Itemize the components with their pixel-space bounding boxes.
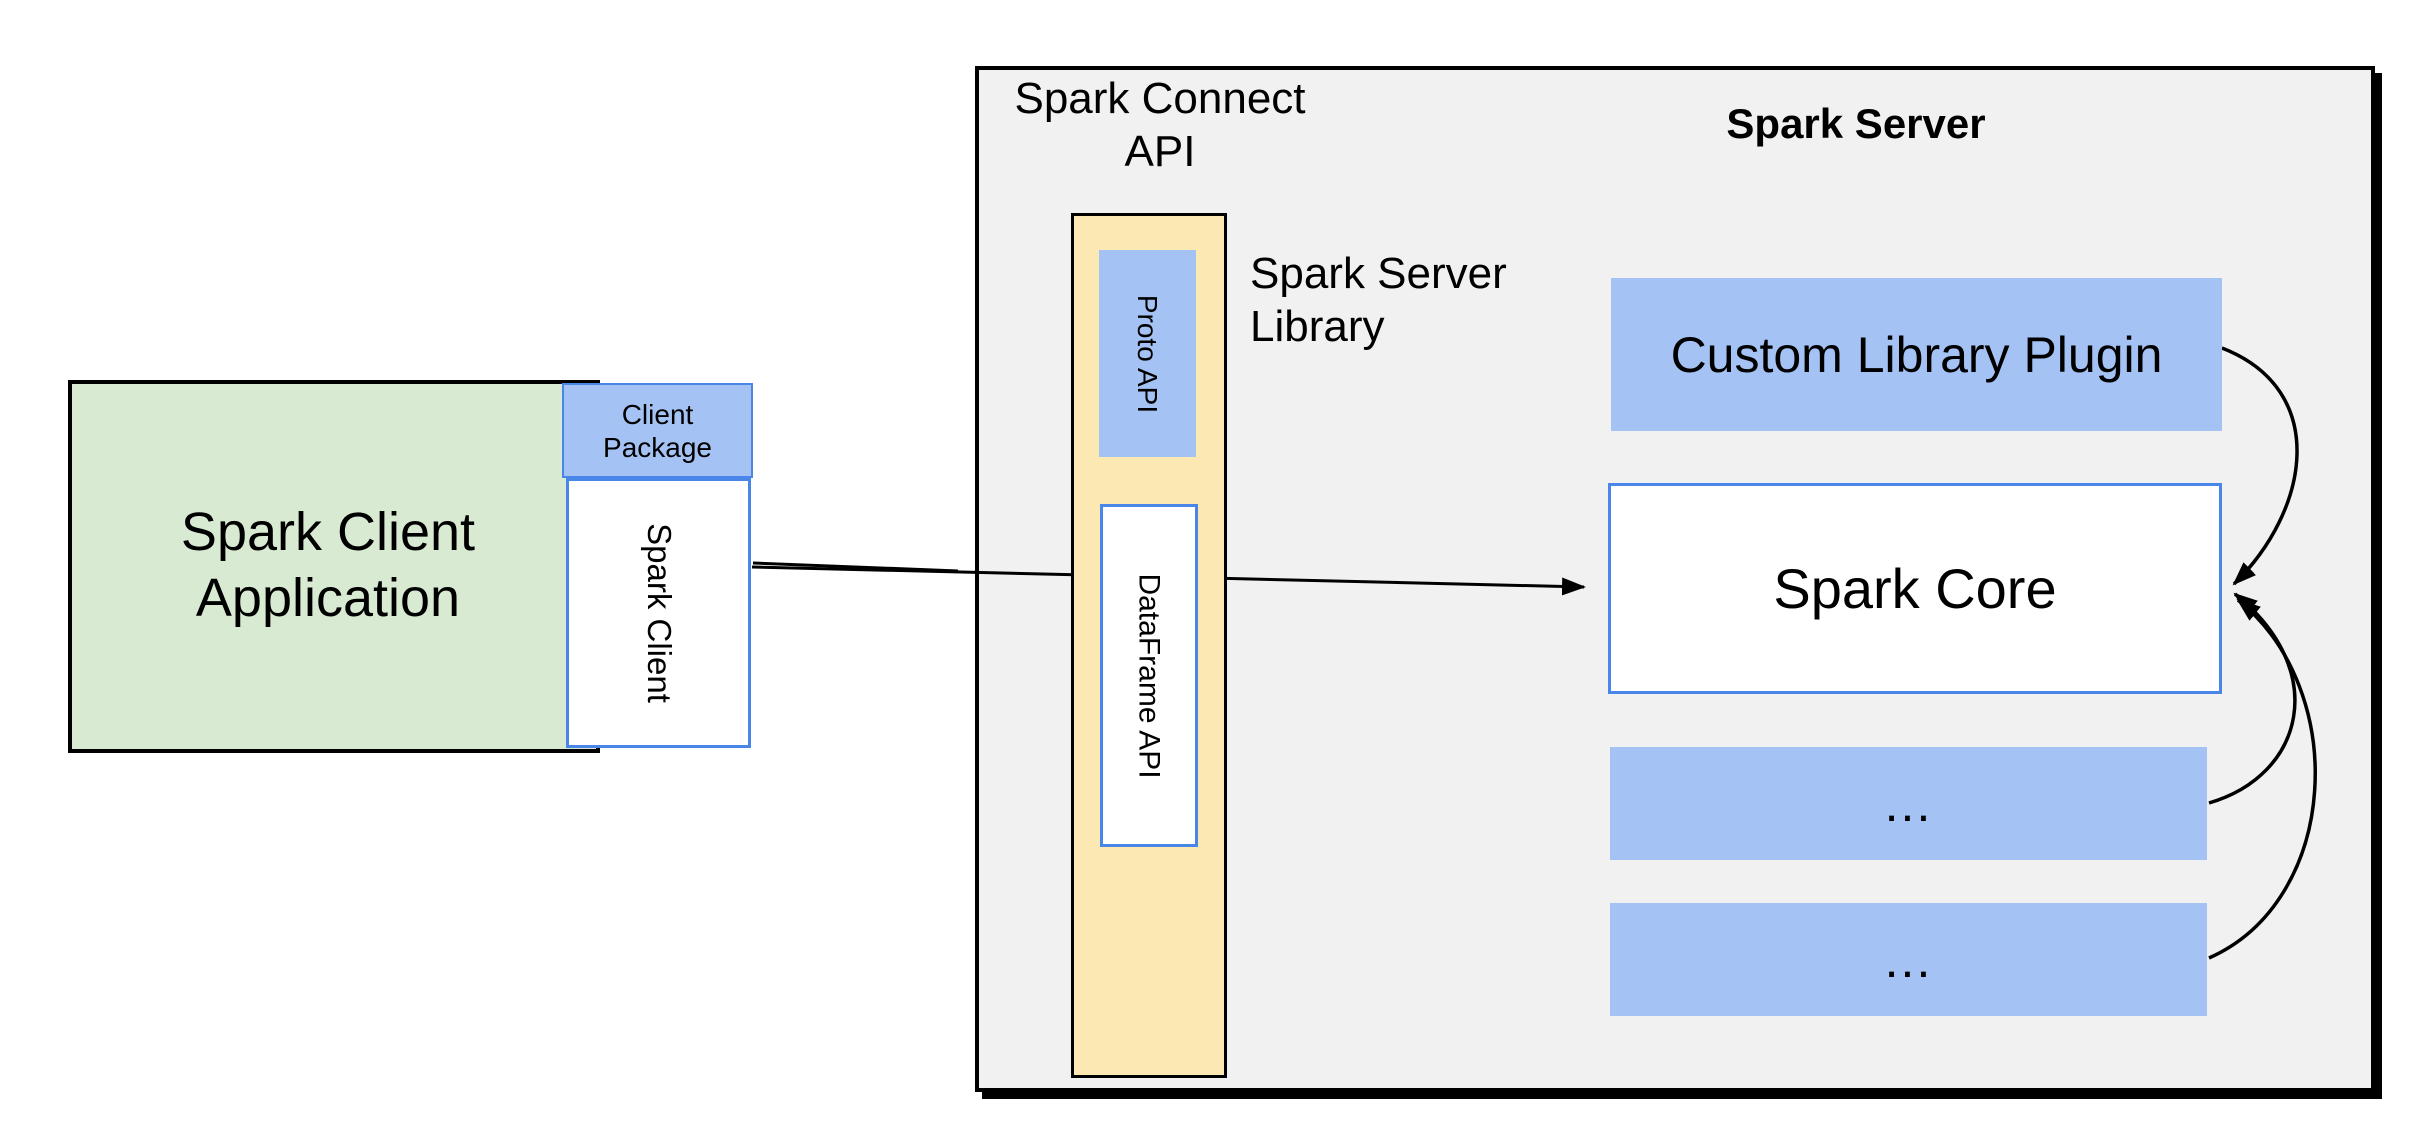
spark-client-label: Spark Client xyxy=(640,523,678,703)
client-package-box: Client Package xyxy=(562,383,753,478)
plugin-slot-2-box: ... xyxy=(1610,903,2207,1016)
spark-server-library-label: Spark Server Library xyxy=(1250,249,1507,351)
dataframe-api-box: DataFrame API xyxy=(1100,504,1198,847)
client-arrow-double-stub xyxy=(752,561,959,573)
spark-server-title: Spark Server xyxy=(1726,100,1986,147)
proto-api-label: Proto API xyxy=(1132,294,1164,413)
spark-client-application-box xyxy=(68,380,600,753)
spark-client-application-label: Spark Client Application xyxy=(180,502,476,628)
proto-api-box: Proto API xyxy=(1099,250,1196,457)
spark-core-box: Spark Core xyxy=(1608,483,2222,694)
dataframe-api-label: DataFrame API xyxy=(1133,572,1167,779)
spark-client-box: Spark Client xyxy=(566,478,751,748)
spark-connect-api-label: Spark Connect API xyxy=(1014,74,1306,176)
plugin-slot-1-box: ... xyxy=(1610,747,2207,860)
custom-library-plugin-box: Custom Library Plugin xyxy=(1611,278,2222,431)
